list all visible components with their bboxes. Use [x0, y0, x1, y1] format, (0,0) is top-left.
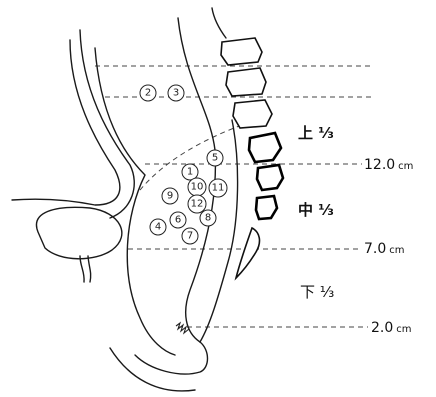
lymph-node-5: 5 [207, 150, 223, 166]
svg-text:11: 11 [212, 183, 225, 194]
lymph-node-1: 1 [182, 164, 198, 180]
lymph-node-11: 11 [209, 179, 227, 197]
upper-third-label: 上 ⅓ [298, 124, 334, 142]
svg-text:10: 10 [191, 182, 204, 193]
lymph-node-7: 7 [182, 228, 198, 244]
spine [212, 8, 283, 278]
svg-text:1: 1 [187, 167, 193, 178]
vertebra-4 [249, 133, 281, 162]
svg-text:7: 7 [187, 231, 193, 242]
vertebra-3 [233, 100, 272, 128]
vertebra-5 [257, 165, 283, 190]
lymph-node-12: 12 [188, 195, 206, 213]
bladder-outline [12, 30, 134, 282]
svg-text:8: 8 [205, 213, 211, 224]
lymph-node-2: 2 [140, 85, 156, 101]
lymph-node-6: 6 [170, 212, 186, 228]
svg-text:6: 6 [175, 215, 181, 226]
lymph-node-10: 10 [188, 178, 206, 196]
svg-text:2: 2 [145, 88, 151, 99]
lower-third-label: 下 ⅓ [300, 283, 334, 301]
svg-text:9: 9 [167, 191, 173, 202]
lymph-node-3: 3 [168, 85, 184, 101]
lymph-node-8: 8 [200, 210, 216, 226]
svg-text:4: 4 [155, 222, 161, 233]
svg-text:3: 3 [173, 88, 179, 99]
vertebra-1 [221, 38, 262, 65]
coccyx [236, 228, 259, 278]
vertebra-6 [256, 196, 277, 219]
rectum-outline [95, 18, 238, 391]
vertebra-2 [226, 68, 266, 96]
svg-text:12: 12 [191, 199, 204, 210]
lymph-node-9: 9 [162, 188, 178, 204]
middle-third-label: 中 ⅓ [298, 201, 334, 219]
lymph-node-4: 4 [150, 219, 166, 235]
svg-text:5: 5 [212, 153, 218, 164]
